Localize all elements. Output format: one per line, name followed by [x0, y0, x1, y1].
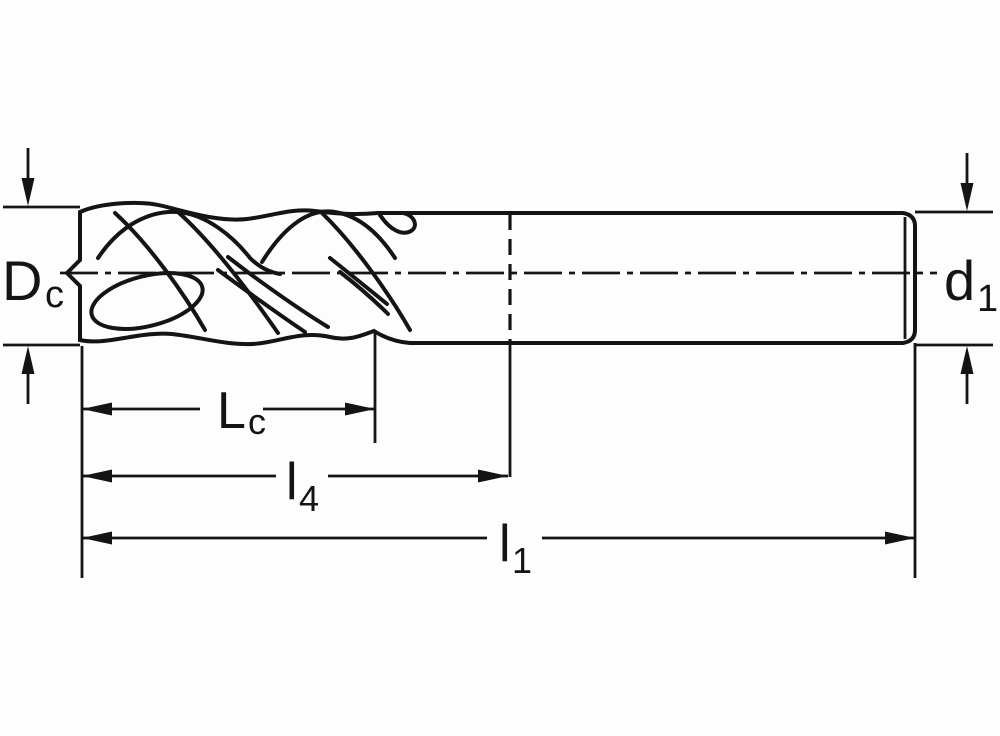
- lc-dimension: [82, 402, 375, 416]
- shank-diameter-subscript: 1: [977, 278, 998, 320]
- arrow-left-icon: [82, 469, 112, 483]
- arrow-right-icon: [345, 402, 375, 416]
- arrow-right-icon: [885, 531, 915, 545]
- length4-label: l: [286, 453, 298, 511]
- arrow-right-icon: [478, 469, 508, 483]
- dc-diameter-arrows: [21, 148, 35, 404]
- length4-subscript: 4: [299, 478, 319, 519]
- shank-diameter-label: d: [944, 249, 975, 312]
- dimension-labels: D c d 1 L c l 4 l 1: [2, 249, 998, 581]
- cutting-length-subscript: c: [248, 401, 266, 442]
- arrow-left-icon: [82, 402, 112, 416]
- cutting-diameter-label: D: [2, 249, 42, 312]
- overall-length-subscript: 1: [512, 540, 532, 581]
- arrow-up-icon: [21, 346, 35, 374]
- cutting-length-label: L: [217, 382, 246, 440]
- arrow-up-icon: [960, 346, 974, 374]
- flute-helix-curves: [89, 209, 417, 335]
- l1-dimension: [82, 531, 915, 545]
- l4-dimension: [82, 469, 508, 483]
- cutting-diameter-subscript: c: [45, 274, 64, 316]
- overall-length-label: l: [499, 515, 511, 573]
- front-flute-face-ellipse: [89, 271, 205, 331]
- end-mill-body-outline: [64, 200, 917, 347]
- arrow-left-icon: [82, 531, 112, 545]
- d1-diameter-arrows: [960, 153, 974, 404]
- arrow-down-icon: [21, 178, 35, 206]
- flute-runout-curl: [378, 211, 417, 235]
- arrow-down-icon: [960, 183, 974, 211]
